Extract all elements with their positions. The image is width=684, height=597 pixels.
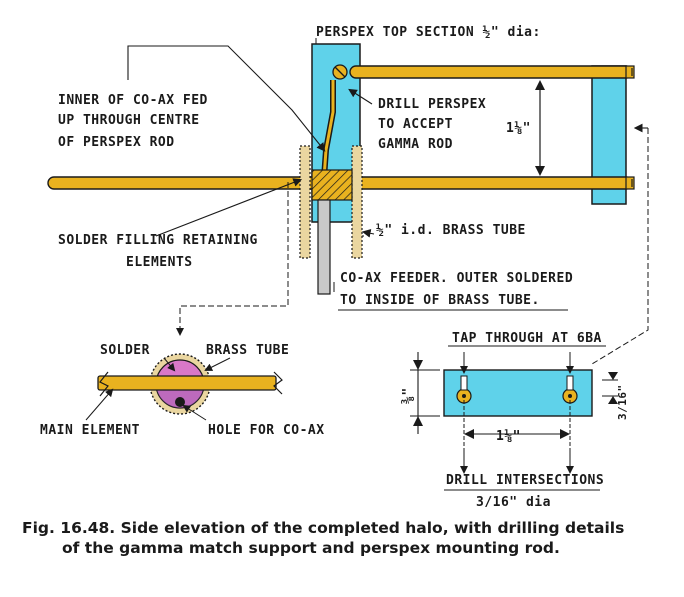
hole-coax-label: HOLE FOR CO-AX bbox=[208, 423, 325, 438]
hole-dim-label: 3/16" bbox=[616, 384, 629, 420]
gamma-rod bbox=[349, 65, 633, 79]
tap-through-label: TAP THROUGH AT 6BA bbox=[452, 331, 602, 346]
coax-feeder bbox=[317, 199, 331, 295]
spacing-label: 1⅛" bbox=[506, 121, 531, 136]
hole-spacing-label: 1⅛" bbox=[496, 429, 521, 444]
end-screw-lower bbox=[625, 176, 635, 190]
main-element-label: MAIN ELEMENT bbox=[40, 423, 140, 438]
height-dim-label: ⅜" bbox=[401, 387, 416, 404]
perspex-top-label: PERSPEX TOP SECTION ½" dia: bbox=[316, 25, 541, 40]
inner-coax-label-3: OF PERSPEX ROD bbox=[58, 135, 175, 150]
drill-perspex-label-3: GAMMA ROD bbox=[378, 137, 453, 152]
brass-tube-id-label: ½" i.d. BRASS TUBE bbox=[376, 223, 526, 238]
inner-coax-label-2: UP THROUGH CENTRE bbox=[58, 113, 200, 128]
caption-line-2: of the gamma match support and perspex m… bbox=[62, 539, 560, 557]
solder-filling bbox=[311, 169, 353, 201]
solder-fill-label-1: SOLDER FILLING RETAINING bbox=[58, 233, 258, 248]
gamma-screw bbox=[332, 64, 348, 80]
inner-coax-label-1: INNER OF CO-AX FED bbox=[58, 93, 208, 108]
spacing-dimension bbox=[535, 80, 545, 176]
feeder-label-1: CO-AX FEEDER. OUTER SOLDERED bbox=[340, 271, 573, 286]
brass-tube-label: BRASS TUBE bbox=[206, 343, 289, 358]
cross-section bbox=[97, 353, 277, 415]
drill-int-label-1: DRILL INTERSECTIONS bbox=[446, 473, 604, 488]
caption-line-1: Fig. 16.48. Side elevation of the comple… bbox=[22, 519, 625, 537]
brass-tube-wall-right bbox=[351, 145, 363, 259]
feeder-label-2: TO INSIDE OF BRASS TUBE. bbox=[340, 293, 540, 308]
drill-perspex-label-1: DRILL PERSPEX bbox=[378, 97, 486, 112]
solder-label: SOLDER bbox=[100, 343, 150, 358]
drill-perspex-label-2: TO ACCEPT bbox=[378, 117, 453, 132]
end-screw-upper bbox=[625, 65, 635, 79]
figure-caption: Fig. 16.48. Side elevation of the comple… bbox=[22, 518, 672, 558]
drill-int-label-2: 3/16" dia bbox=[476, 495, 551, 510]
solder-fill-label-2: ELEMENTS bbox=[126, 255, 193, 270]
brass-tube-wall-left bbox=[299, 145, 311, 259]
